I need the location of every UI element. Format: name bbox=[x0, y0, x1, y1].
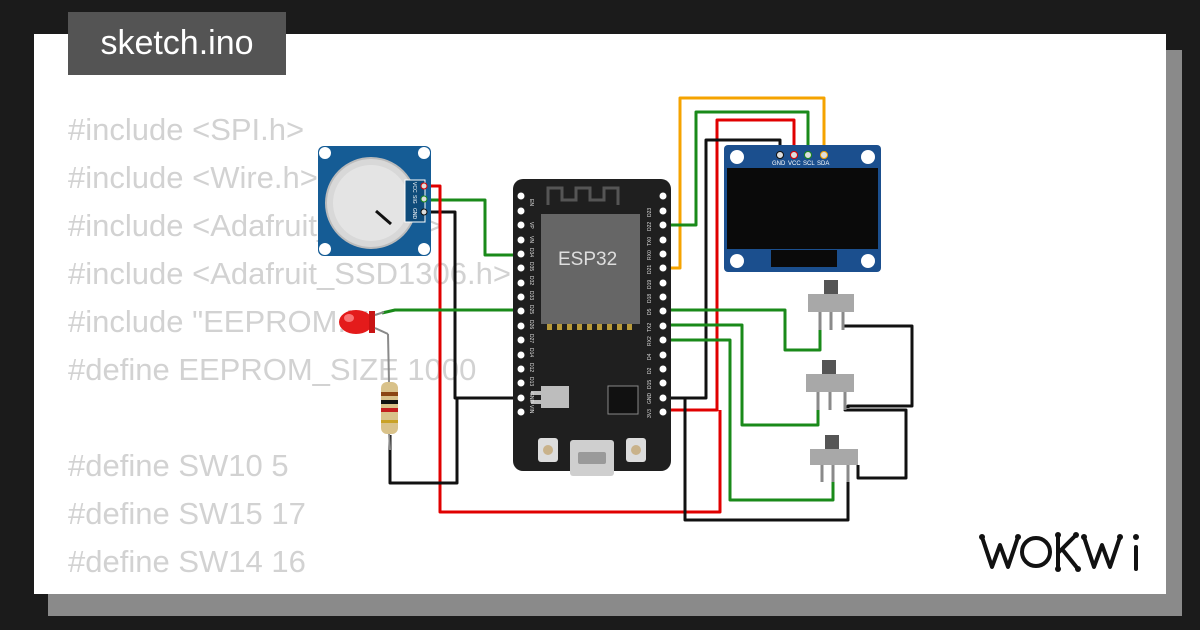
slide-switch-3[interactable] bbox=[810, 435, 858, 482]
pin-label: VIN bbox=[528, 405, 534, 414]
oled-pin-scl: SCL bbox=[803, 161, 815, 167]
pin-label: D5 bbox=[647, 308, 653, 315]
file-name-tab[interactable]: sketch.ino bbox=[68, 12, 286, 75]
pin-label: D2 bbox=[647, 367, 653, 374]
pot-pin-vcc: VCC bbox=[411, 182, 417, 193]
wire-black[interactable] bbox=[843, 324, 914, 408]
pin-label: TX0 bbox=[647, 237, 653, 246]
code-preview: #include <SPI.h> #include <Wire.h> #includ… bbox=[68, 106, 511, 594]
wire-green[interactable] bbox=[665, 308, 822, 352]
pin-holes bbox=[517, 192, 667, 416]
pin-label: D26 bbox=[528, 320, 534, 329]
code-line: #define SW14 16 bbox=[68, 544, 306, 579]
pin-label: D33 bbox=[528, 291, 534, 300]
right-pin-labels: D23 D22 TX0 RX0 D21 D19 D18 D5 TX2 RX2 D… bbox=[647, 208, 653, 418]
pin-label: EN bbox=[528, 199, 534, 206]
code-line: #include <SPI.h> bbox=[68, 112, 305, 147]
code-line: #define EEPROM_SIZE 1000 bbox=[68, 352, 477, 387]
wire-green[interactable] bbox=[665, 338, 835, 502]
pin-label: D32 bbox=[528, 276, 534, 285]
esp32-chip-label: ESP32 bbox=[558, 249, 617, 270]
wire-black[interactable] bbox=[665, 396, 850, 522]
wire-green[interactable] bbox=[381, 308, 520, 315]
pin-label: VN bbox=[528, 236, 534, 243]
potentiometer[interactable]: VCC SIG GND bbox=[318, 146, 431, 256]
pin-label: 3V3 bbox=[647, 409, 653, 418]
wokwi-logo bbox=[979, 532, 1139, 572]
left-pin-labels: EN VP VN D34 D35 D32 D33 D25 D26 D27 D14… bbox=[528, 199, 534, 414]
module-pads bbox=[547, 324, 632, 330]
pin-label: RX0 bbox=[647, 250, 653, 260]
code-line: #define SW10 5 bbox=[68, 448, 289, 483]
slide-switch-1[interactable] bbox=[808, 280, 854, 330]
pin-label: D27 bbox=[528, 334, 534, 343]
pin-label: GND bbox=[647, 393, 653, 405]
pin-label: VP bbox=[528, 222, 534, 229]
pin-label: D25 bbox=[528, 305, 534, 314]
slide-switch-2[interactable] bbox=[806, 360, 854, 410]
pin-label: D21 bbox=[647, 265, 653, 274]
wire-green[interactable] bbox=[665, 323, 820, 427]
pin-label: D15 bbox=[647, 380, 653, 389]
pin-label: D35 bbox=[528, 262, 534, 271]
pin-label: D4 bbox=[647, 353, 653, 360]
code-line: #define SW15 17 bbox=[68, 496, 306, 531]
wires bbox=[381, 96, 914, 522]
pin-label: TX2 bbox=[647, 323, 653, 332]
pin-label: D34 bbox=[528, 248, 534, 257]
esp32-board[interactable]: ESP32 bbox=[513, 179, 671, 476]
knob-indicator bbox=[375, 209, 392, 226]
pot-pin-sig: SIG bbox=[411, 195, 417, 204]
pin-label: D19 bbox=[647, 280, 653, 289]
pin-label: D22 bbox=[647, 222, 653, 231]
wire-red[interactable] bbox=[425, 184, 722, 514]
pin-label: D18 bbox=[647, 294, 653, 303]
wire-green[interactable] bbox=[665, 110, 810, 227]
oled-screen bbox=[727, 168, 878, 249]
pin-label: GND bbox=[528, 392, 534, 404]
oled-pin-vcc: VCC bbox=[788, 161, 801, 167]
oled-pin-labels: GND VCC SCL SDA bbox=[772, 161, 829, 167]
oled-pin-gnd: GND bbox=[772, 161, 786, 167]
wire-green[interactable] bbox=[425, 198, 520, 257]
code-line: #include <Adafruit_SSD1306.h> bbox=[68, 256, 511, 291]
wire-red[interactable] bbox=[665, 118, 796, 412]
wire-black[interactable] bbox=[388, 398, 459, 485]
resistor[interactable] bbox=[381, 333, 398, 451]
oled-pin-sda: SDA bbox=[817, 161, 829, 167]
pin-label: D13 bbox=[528, 377, 534, 386]
code-line: #include <Wire.h> bbox=[68, 160, 318, 195]
pot-pin-gnd: GND bbox=[411, 208, 417, 220]
pin-label: D12 bbox=[528, 363, 534, 372]
pin-label: RX2 bbox=[647, 336, 653, 346]
pin-label: D14 bbox=[528, 348, 534, 357]
pin-label: D23 bbox=[647, 208, 653, 217]
wire-orange[interactable] bbox=[665, 96, 826, 270]
code-line: #define LED 25 bbox=[68, 586, 511, 594]
red-led[interactable] bbox=[339, 310, 389, 335]
oled-display[interactable]: GND VCC SCL SDA bbox=[724, 145, 881, 272]
